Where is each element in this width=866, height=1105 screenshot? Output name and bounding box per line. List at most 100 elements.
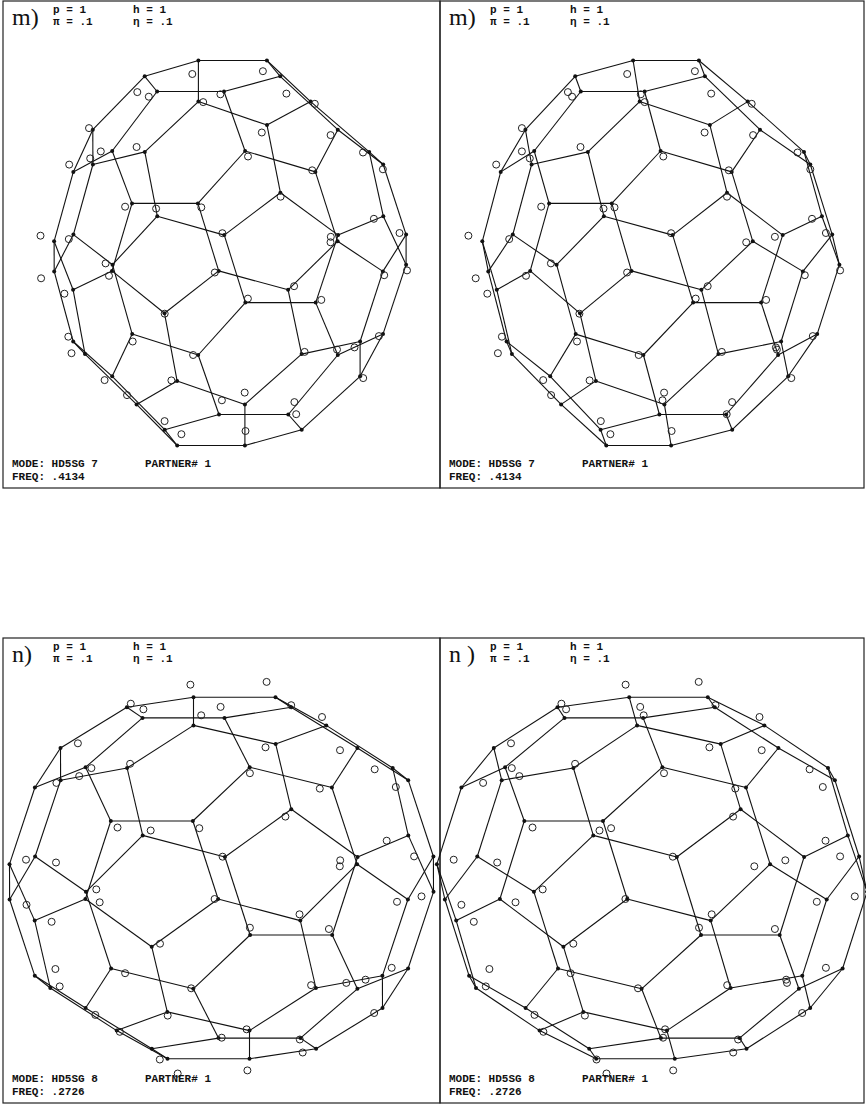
bond-line [573,725,637,768]
equilibrium-circle [124,392,131,399]
equilibrium-circle [577,144,584,151]
atom-dot [358,340,362,344]
atom-dot [300,428,304,432]
mode-label: FREQ: .4134 [449,471,522,483]
bond-line [50,988,116,1031]
equilibrium-circle [567,970,574,977]
equilibrium-circle [597,418,604,425]
mode-label: FREQ: .2726 [12,1086,85,1098]
equilibrium-circle [244,1067,251,1074]
equilibrium-circle [198,204,205,211]
bond-line [780,857,804,935]
bond-line [477,857,534,892]
equilibrium-circle [706,744,713,751]
atom-dot [248,765,252,769]
bond-line [288,241,338,289]
equilibrium-circle [570,940,577,947]
atom-dot [314,1047,318,1051]
bond-line [10,864,35,920]
atom-dot [857,855,861,859]
atom-dot [84,890,88,894]
bond-line [827,857,859,900]
bond-line [35,921,51,988]
bond-line [225,809,291,857]
atom-dot [33,855,37,859]
bond-line [245,354,302,404]
atom-dot [659,149,663,153]
bond-line [512,354,561,404]
atom-dot [404,233,408,237]
atom-dot [71,233,75,237]
atom-dot [431,855,435,859]
bond-line [513,165,532,235]
bond-line [112,151,132,203]
bond-line [338,130,383,165]
atom-dot [709,919,713,923]
atom-dot [52,269,56,273]
bond-line [267,61,311,102]
equilibrium-circle [837,267,844,274]
equilibrium-circle [164,1012,171,1019]
equilibrium-circle [730,1049,737,1056]
atom-dot [837,263,841,267]
equilibrium-circle [819,784,826,791]
bond-line [661,1038,740,1039]
bond-line [198,303,245,355]
equilibrium-circle [771,233,778,240]
equilibrium-circle [494,859,501,866]
equilibrium-circle [263,678,270,685]
bond-line [540,1031,597,1059]
equilibrium-circle [102,260,109,267]
equilibrium-circle [608,825,615,832]
bond-line [760,130,810,165]
bond-line [61,768,128,780]
atom-dot [762,723,766,727]
bond-line [73,342,112,377]
bond-line [645,76,705,91]
bond-line [835,780,859,856]
atom-dot [492,746,496,750]
bond-line [250,988,316,1031]
bond-line [198,355,219,415]
equilibrium-circle [748,100,755,107]
equilibrium-circle [188,985,195,992]
equilibrium-circle [782,857,789,864]
bond-line [726,355,778,415]
bond-line [177,381,245,405]
mode-label: MODE: HD5SG 8 [449,1073,535,1085]
bond-line [788,334,817,376]
bond-line [732,130,760,172]
bond-line [315,130,337,172]
equilibrium-circle [153,205,160,212]
equilibrium-circle [607,431,614,438]
equilibrium-circle [799,1010,806,1017]
bond-line [549,203,612,204]
equilibrium-circle [311,100,318,107]
equilibrium-circle [624,269,631,276]
atom-dot [336,353,340,357]
bond-line [731,976,803,988]
bond-line [152,899,218,947]
equilibrium-circle [518,148,525,155]
equilibrium-circle [518,125,525,132]
bond-line [245,151,315,172]
bond-line [469,976,476,988]
bond-line [165,271,219,313]
atom-dot [84,765,88,769]
bond-line [727,193,783,235]
atom-dot [71,288,75,292]
bond-line [86,892,111,969]
bond-line [482,241,497,289]
atom-dot [459,786,463,790]
equilibrium-circle [669,853,676,860]
atom-dot [248,933,252,937]
bond-line [267,102,311,126]
equilibrium-circle [291,283,298,290]
equilibrium-circle [498,333,505,340]
atom-dot [8,898,12,902]
equilibrium-circle [624,71,631,78]
bond-line [534,892,558,969]
bond-line [54,241,73,289]
atom-dot [286,413,290,417]
